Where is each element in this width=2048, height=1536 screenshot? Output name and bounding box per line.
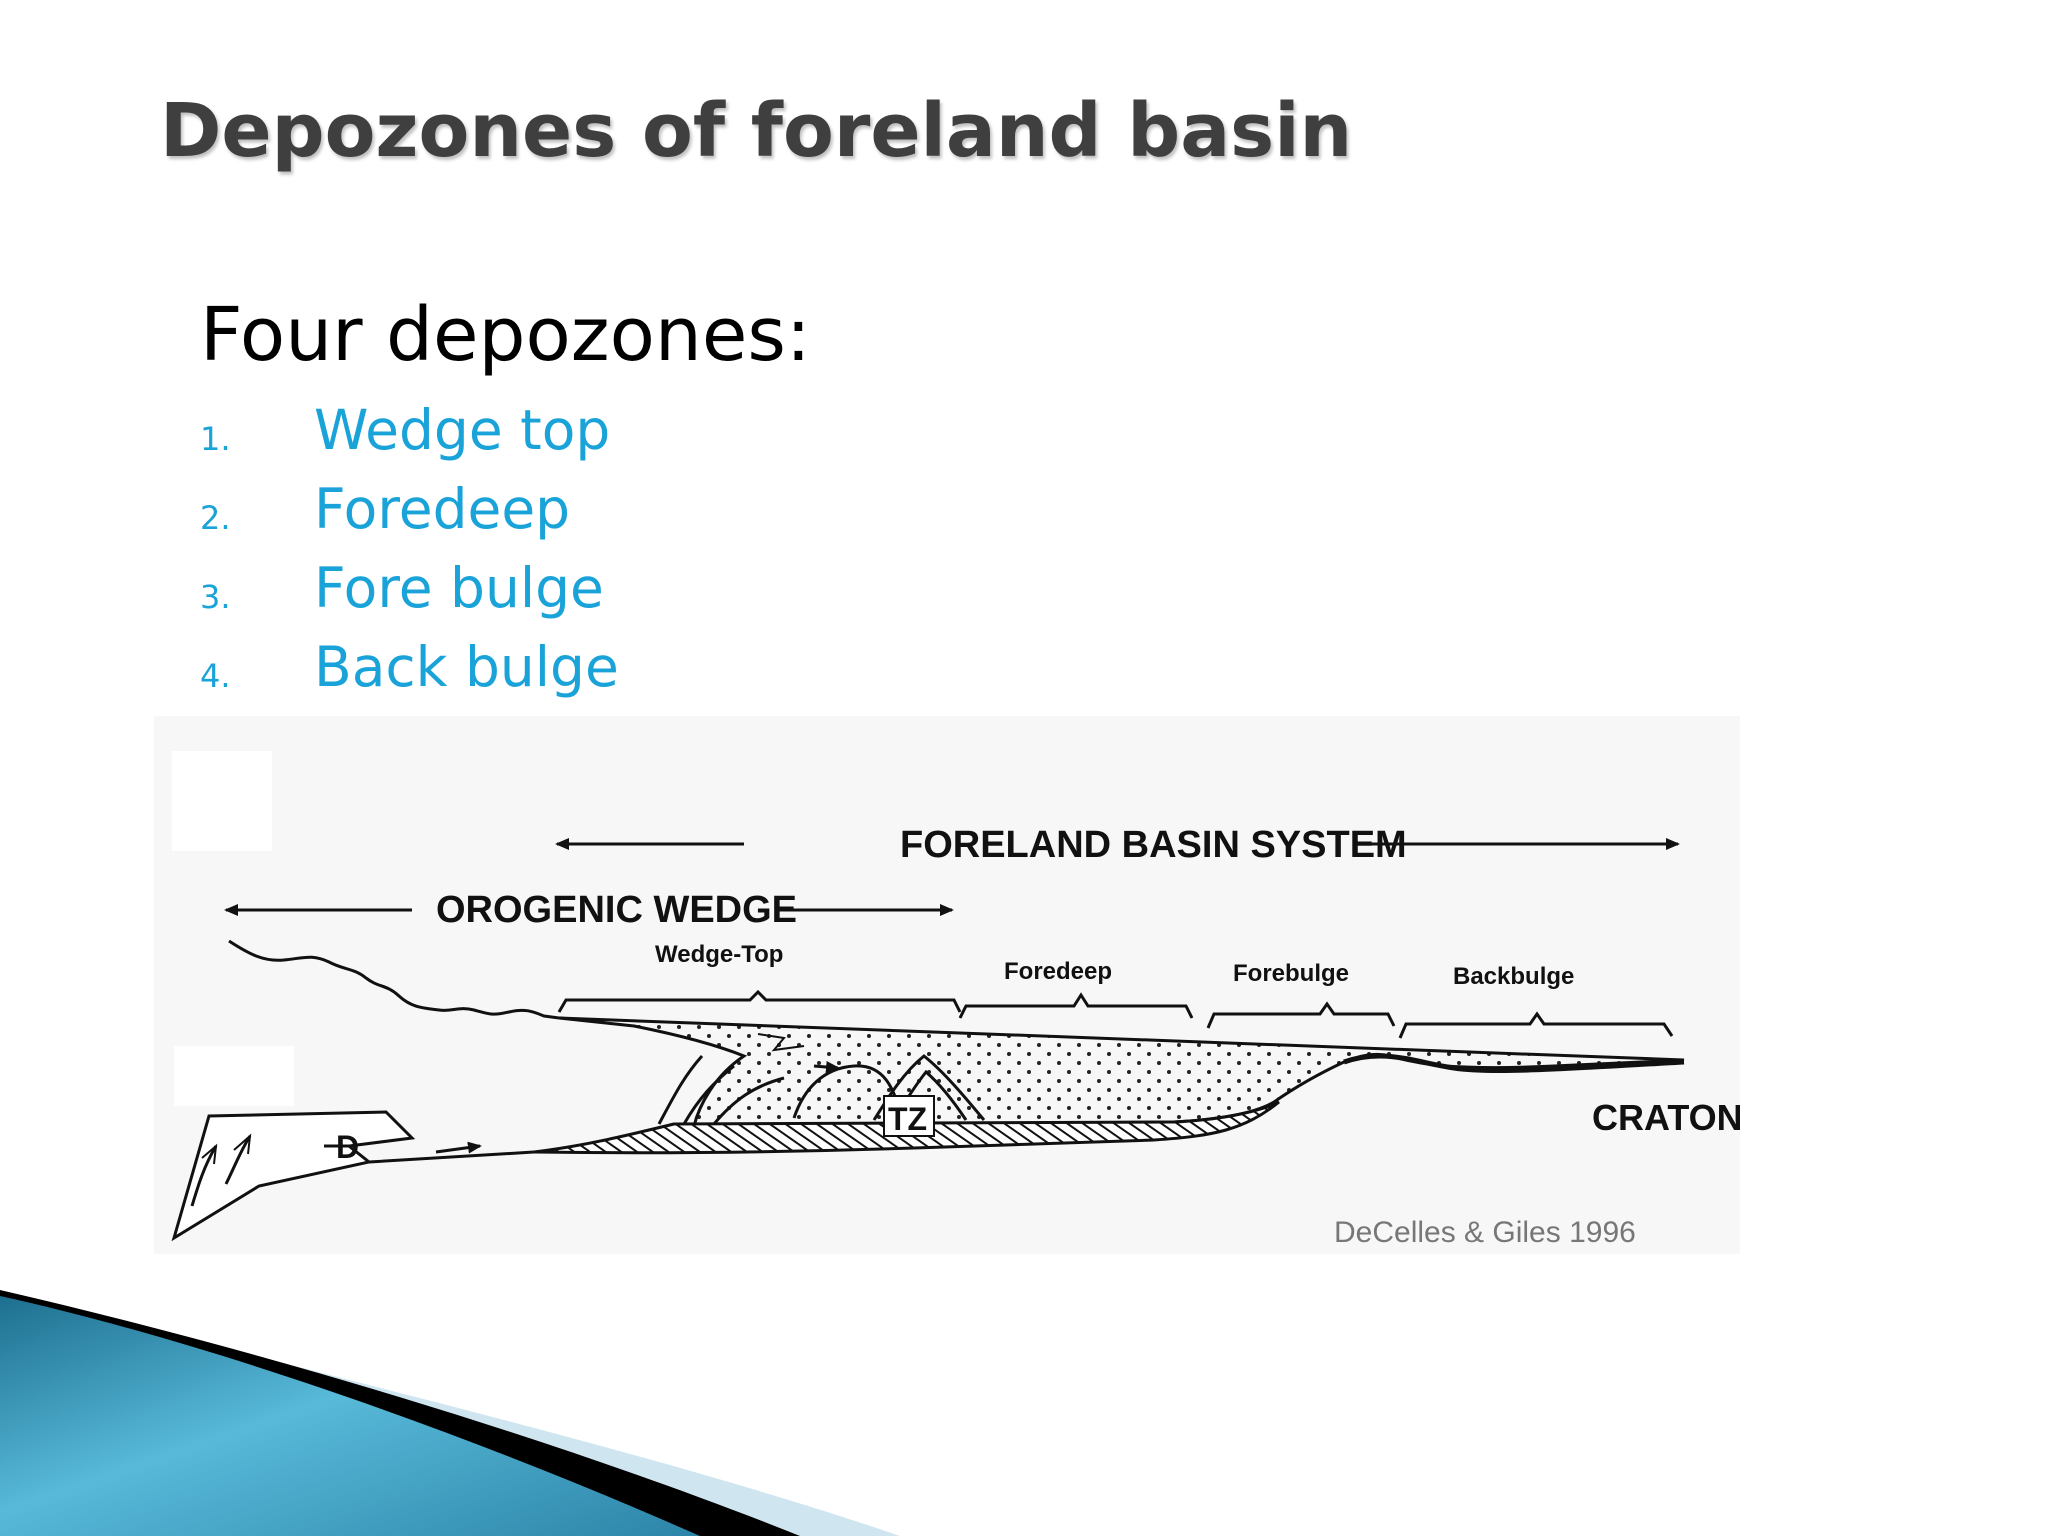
tz-label: TZ	[888, 1101, 927, 1137]
transport-arrow	[435, 1141, 482, 1154]
list-item-text: Fore bulge	[314, 556, 604, 620]
forebulge-label: Forebulge	[1233, 960, 1349, 987]
syncline	[792, 1064, 904, 1119]
list-item-number: 2.	[200, 499, 231, 537]
d-label: D	[336, 1129, 359, 1165]
basin-fill	[558, 1016, 1685, 1128]
tick-marks	[757, 1033, 805, 1052]
craton-surface	[1343, 1053, 1685, 1073]
list-heading: Four depozones:	[200, 292, 811, 378]
thrust-fault	[712, 1076, 785, 1125]
backbulge-label: Backbulge	[1453, 963, 1574, 990]
foreland-basin-diagram: FORELAND BASIN SYSTEM OROGENIC WEDGE Wed…	[154, 716, 1740, 1254]
craton-label: CRATON	[1592, 1097, 1740, 1138]
decollement	[324, 1144, 535, 1164]
list-item-number: 1.	[200, 420, 231, 458]
list-item-text: Back bulge	[314, 635, 619, 699]
foreland-basin-system-label: FORELAND BASIN SYSTEM	[900, 824, 1407, 866]
diagram-svg: FORELAND BASIN SYSTEM OROGENIC WEDGE Wed…	[171, 751, 1740, 1249]
slip-arrow	[813, 1061, 840, 1073]
forebulge-bracket	[1206, 1001, 1396, 1029]
corner-swoosh-decoration	[0, 1290, 900, 1536]
hinterland-block	[171, 1110, 416, 1242]
mountain-profile	[228, 939, 560, 1020]
backbulge-bracket	[1398, 1011, 1674, 1039]
foredeep-label: Foredeep	[1004, 958, 1112, 985]
list-item-number: 4.	[200, 657, 231, 695]
swoosh-blue	[0, 1296, 700, 1536]
fault-arrow	[233, 1133, 252, 1155]
slide-title: Depozones of foreland basin	[160, 88, 1353, 174]
list-item-number: 3.	[200, 578, 231, 616]
list-item-text: Foredeep	[314, 477, 571, 541]
fault-arrow	[201, 1143, 218, 1165]
fault	[190, 1145, 218, 1207]
citation: DeCelles & Giles 1996	[1334, 1216, 1636, 1249]
list-item-text: Wedge top	[314, 398, 611, 462]
wedge-top-label: Wedge-Top	[655, 941, 783, 968]
thrust-fault	[682, 1064, 735, 1125]
thrust-fault	[657, 1054, 704, 1125]
blank-patch	[172, 751, 272, 851]
wedge-top-bracket	[557, 989, 962, 1013]
orogenic-wedge-label: OROGENIC WEDGE	[436, 889, 797, 931]
tz-box	[883, 1095, 935, 1137]
fault	[224, 1135, 252, 1185]
foredeep-bracket	[958, 992, 1194, 1019]
blank-patch	[174, 1046, 294, 1106]
